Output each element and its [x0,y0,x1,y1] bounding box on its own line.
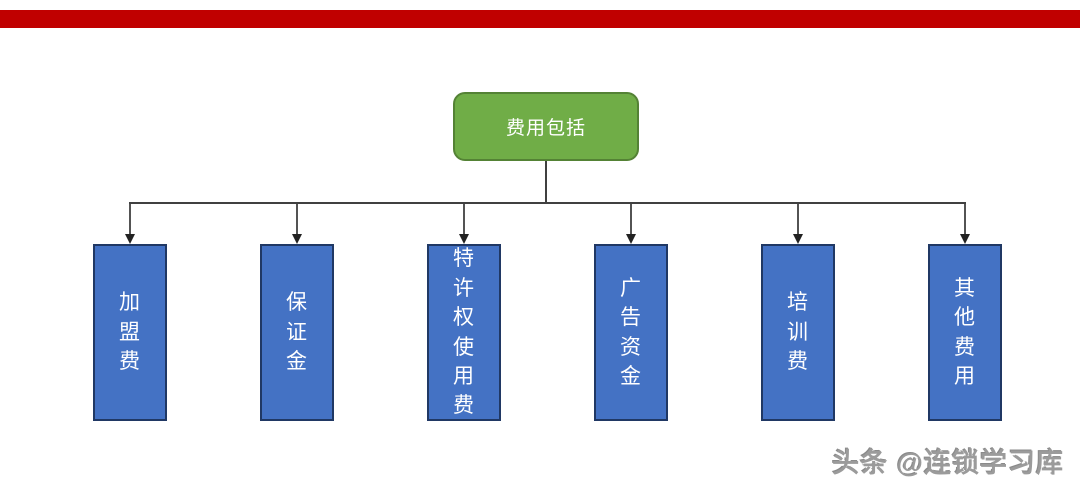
branch-node-other-fees: 其他费用 [928,244,1002,421]
branch-node-training-fee: 培训费 [761,244,835,421]
branch-node-franchise-fee: 加盟费 [93,244,167,421]
branch-node-label: 广告资金 [620,276,642,388]
branch-node-label: 特许权使用费 [453,247,475,418]
branch-node-label: 培训费 [787,291,809,374]
watermark: 头条 @连锁学习库 [832,441,1064,480]
branch-node-label: 加盟费 [119,291,141,374]
top-red-bar [0,10,1080,28]
branch-node-royalty-fee: 特许权使用费 [427,244,501,421]
root-node-label: 费用包括 [505,118,586,139]
branch-node-ad-fund: 广告资金 [594,244,668,421]
watermark-text: 头条 @连锁学习库 [832,448,1064,478]
branch-node-deposit: 保证金 [260,244,334,421]
arrowhead-icons [125,234,970,244]
root-node: 费用包括 [453,92,639,161]
branch-node-label: 其他费用 [954,276,976,388]
branch-node-label: 保证金 [286,291,308,374]
